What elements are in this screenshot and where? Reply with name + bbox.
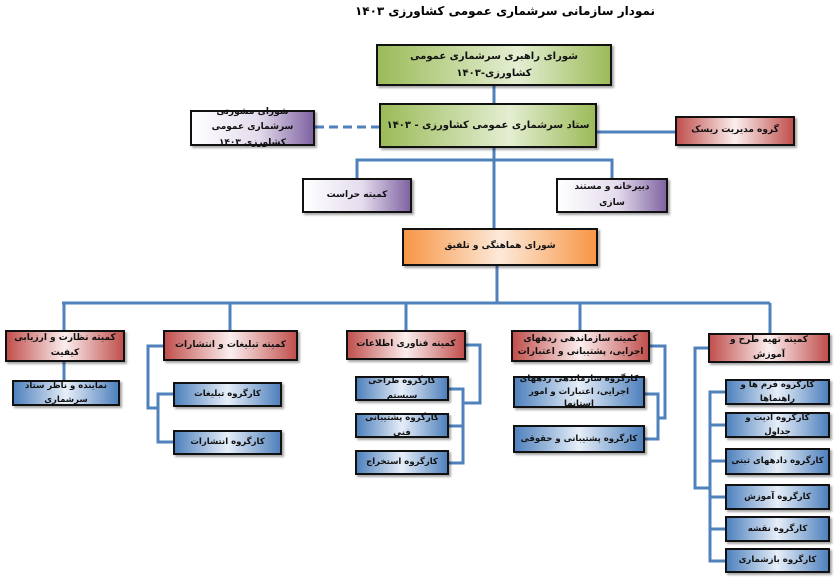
chart-title: نمودار سازمانی سرشماری عمومی کشاورزی ۱۴۰…	[354, 4, 656, 18]
group-it-1: کارگروه طراحی سیستم	[355, 376, 449, 401]
group-publicity-1: کارگروه تبلیغات	[173, 382, 282, 407]
census-headquarters: ستاد سرشماری عمومی کشاورزی - ۱۴۰۳	[379, 103, 597, 148]
committee-organizing: کمیته سازماندهی ردههای اجرایی، پشتیبانی …	[511, 330, 650, 362]
group-design-2: کارگروه ادیت و جداول	[725, 412, 830, 438]
committee-quality: کمیته نظارت و ارزیابی کیفیت	[5, 330, 125, 362]
group-it-2: کارگروه پشتیبانی فنی	[355, 413, 449, 438]
committee-publicity: کمیته تبلیغات و انتشارات	[163, 330, 298, 361]
security-committee: کمیته حراست	[302, 178, 412, 213]
committee-design: کمیته تهیه طرح و آموزش	[708, 333, 830, 363]
group-publicity-2: کارگروه انتشارات	[173, 430, 282, 455]
coordination-council: شورای هماهنگی و تلفیق	[402, 228, 598, 266]
group-quality-1: نماینده و ناظر ستاد سرشماری	[12, 380, 120, 406]
group-it-3: کارگروه استخراج	[355, 450, 449, 475]
group-design-1: کارگروه فرم ها و راهنماها	[725, 379, 830, 405]
steering-council: شورای راهبری سرشماری عمومی کشاورزی-۱۴۰۳	[376, 44, 612, 86]
group-organizing-2: کارگروه پشتیبانی و حقوقی	[513, 425, 645, 453]
advisory-council: شورای مشورتی سرشماری عمومی کشاورزی ۱۴۰۳	[190, 107, 315, 148]
group-design-6: کارگروه بازشماری	[725, 548, 830, 573]
group-design-4: کارگروه آموزش	[725, 484, 830, 510]
group-organizing-1: کارگروه سازماندهی ردههای اجرایی، اعتبارا…	[513, 374, 645, 409]
secretariat: دبیرخانه و مستند سازی	[556, 178, 668, 213]
risk-management-group: گروه مدیریت ریسک	[675, 116, 795, 146]
committee-it: کمیته فناوری اطلاعات	[346, 330, 466, 360]
group-design-3: کارگروه دادههای ثبتی	[725, 448, 830, 475]
group-design-5: کارگروه نقشه	[725, 516, 830, 542]
